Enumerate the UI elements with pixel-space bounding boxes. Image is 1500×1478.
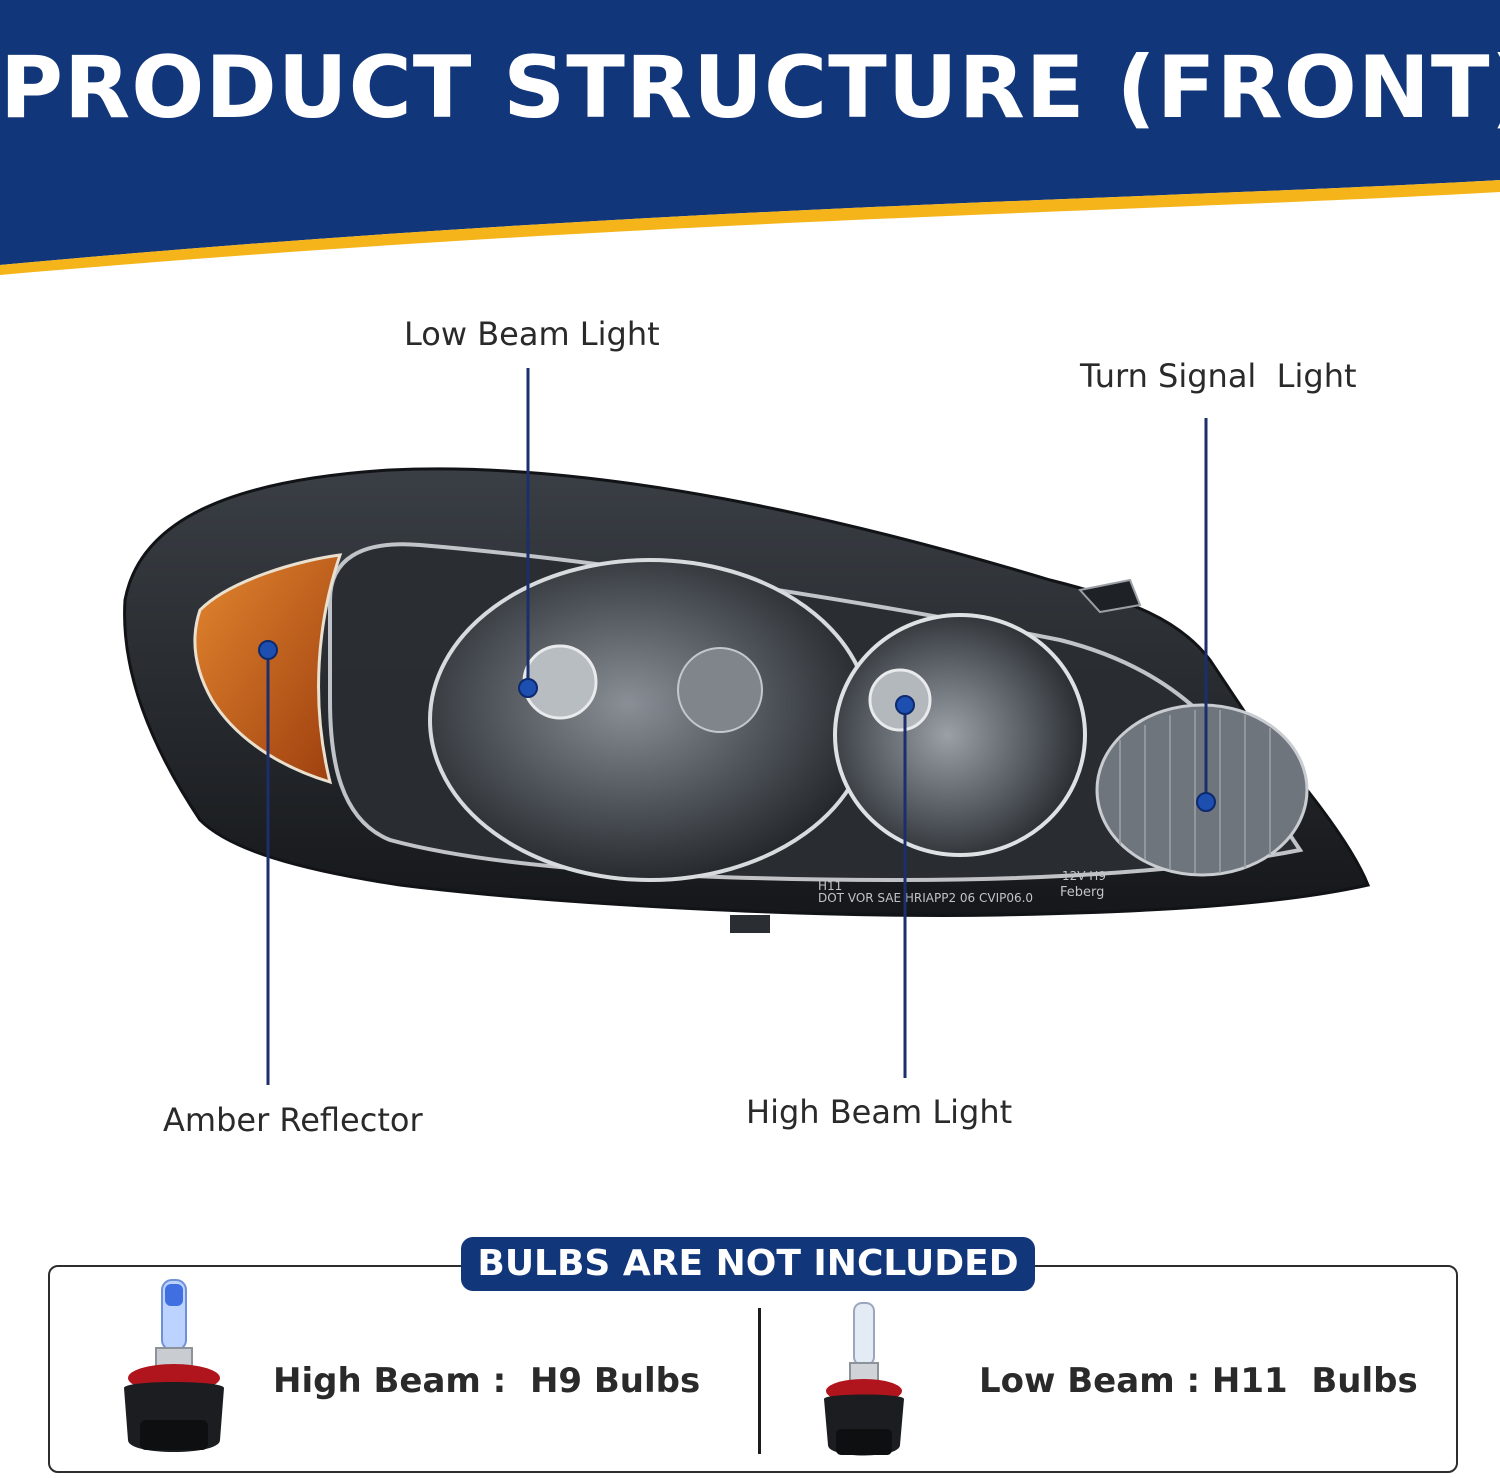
bulbs-divider [758, 1308, 761, 1454]
lens-print-12v: 12V H9 [1062, 869, 1106, 883]
turn-signal-marker [1196, 792, 1216, 812]
header-banner [0, 0, 1500, 275]
low-beam-bulb-label: Low Beam : H11 Bulbs [979, 1361, 1418, 1401]
h11-bulb-icon [824, 1302, 904, 1456]
lens-print-dot: DOT VOR SAE HRIAPP2 06 CVIP06.0 [818, 891, 1033, 905]
h9-bulb-icon [124, 1279, 224, 1452]
low-beam-label: Low Beam Light [404, 315, 660, 353]
high-beam-bulb-label: High Beam : H9 Bulbs [273, 1361, 701, 1401]
bulbs-not-included-badge: BULBS ARE NOT INCLUDED [461, 1237, 1035, 1291]
amber-reflector-label: Amber Reflector [163, 1101, 423, 1139]
headlight-diagram: H11 DOT VOR SAE HRIAPP2 06 CVIP06.0 12V … [123, 368, 1371, 1085]
lens-print-brand: Feberg [1060, 885, 1104, 900]
low-beam-marker [518, 678, 538, 698]
high-beam-marker [895, 695, 915, 715]
lens-print-h11: H11 [818, 879, 842, 893]
high-beam-bowl [833, 613, 1087, 857]
turn-signal-lens [1095, 703, 1309, 877]
turn-signal-label: Turn Signal Light [1080, 357, 1357, 395]
amber-reflector-marker [258, 640, 278, 660]
low-beam-bowl [428, 558, 872, 882]
high-beam-label: High Beam Light [746, 1093, 1013, 1131]
page-title: PRODUCT STRUCTURE (FRONT) [0, 38, 1500, 138]
